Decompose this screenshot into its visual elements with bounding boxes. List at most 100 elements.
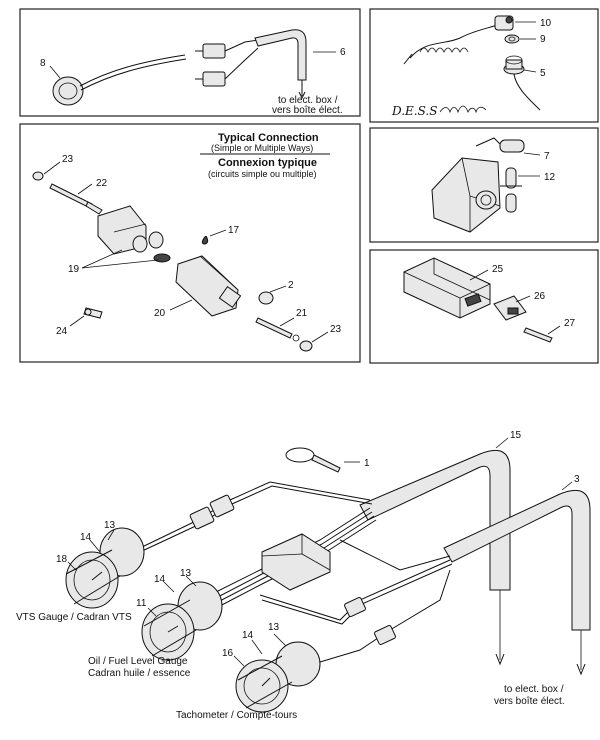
callout-1: 1 — [364, 458, 370, 469]
leader-23-top — [43, 161, 61, 175]
callout-11: 11 — [136, 598, 147, 609]
leader-13-c — [273, 633, 287, 647]
connector-19 — [97, 205, 164, 255]
callout-14-a: 14 — [80, 532, 92, 543]
typical-connection-title: Typical Connection — [218, 132, 319, 144]
callout-13-c: 13 — [268, 622, 280, 633]
ring-9 — [504, 34, 520, 44]
conduit-6 — [254, 29, 307, 100]
callout-26: 26 — [534, 291, 546, 302]
terminal-21 — [255, 317, 300, 342]
dess-post-5 — [503, 55, 541, 111]
inline-connector-upper — [189, 494, 235, 530]
callout-21: 21 — [296, 308, 308, 319]
callout-13-a: 13 — [104, 520, 116, 531]
leader-18 — [67, 561, 77, 571]
callout-6: 6 — [340, 47, 346, 58]
leader-5 — [523, 69, 537, 73]
callout-25: 25 — [492, 264, 504, 275]
typical-connection-subtitle: (Simple or Multiple Ways) — [211, 143, 313, 153]
sensor-8 — [52, 54, 187, 106]
leader-19b — [81, 259, 159, 269]
panel-middle-right-lower — [369, 249, 599, 364]
callout-18: 18 — [56, 554, 68, 565]
leader-14-c — [251, 639, 263, 655]
leader-24 — [69, 315, 85, 327]
callout-12: 12 — [544, 172, 556, 183]
callout-20: 20 — [154, 308, 166, 319]
leader-8 — [49, 65, 61, 79]
callout-7: 7 — [544, 151, 550, 162]
panel-middle-right-upper — [369, 127, 599, 243]
callout-14-b: 14 — [154, 574, 166, 585]
tachometer-label: Tachometer / Compte-tours — [176, 710, 297, 721]
leader-16 — [233, 655, 245, 667]
main-elect-box-line1: to elect. box / — [504, 684, 564, 695]
terminal-27 — [523, 327, 553, 343]
leader-21 — [279, 317, 295, 327]
elect-box-note-line1: to elect. box / — [278, 95, 338, 106]
terminal-22 — [49, 183, 103, 215]
callout-27: 27 — [564, 318, 576, 329]
leader-20 — [169, 299, 193, 311]
leader-7 — [523, 152, 541, 156]
callout-3: 3 — [574, 474, 580, 485]
dess-lanyard — [403, 15, 514, 65]
connector-pair-top — [195, 39, 259, 87]
leader-14-b — [163, 581, 175, 593]
elect-box-note-line2: vers boîte élect. — [272, 105, 343, 116]
leader-22 — [77, 183, 93, 195]
callout-8: 8 — [40, 58, 46, 69]
vts-gauge-label: VTS Gauge / Cadran VTS — [16, 612, 132, 623]
leader-13-b — [185, 575, 197, 587]
cap-23-top — [32, 171, 44, 181]
callout-9: 9 — [540, 34, 546, 45]
callout-15: 15 — [510, 430, 522, 441]
connector-block-main — [261, 533, 331, 591]
inline-connector-lower — [344, 597, 396, 645]
leader-17 — [209, 229, 227, 237]
main-elect-box-line2: vers boîte élect. — [494, 696, 565, 707]
leader-13-a — [107, 529, 115, 541]
callout-23-top: 23 — [62, 154, 74, 165]
handwritten-note: D.E.S.S — [391, 104, 437, 118]
oil-fuel-label-line2: Cadran huile / essence — [88, 668, 191, 679]
callout-13-b: 13 — [180, 568, 192, 579]
sleeve-2 — [258, 291, 274, 305]
clip-7 — [475, 137, 525, 153]
panel-top-right — [369, 8, 599, 123]
oil-fuel-gauge — [141, 581, 223, 661]
conduit-3 — [443, 490, 591, 676]
callout-24: 24 — [56, 326, 68, 337]
leader-15 — [495, 437, 509, 449]
vts-gauge — [65, 527, 145, 609]
panel-top-left — [19, 8, 361, 117]
callout-17: 17 — [228, 225, 240, 236]
leader-27 — [547, 325, 561, 335]
leader-14-a — [89, 539, 101, 553]
connexion-typique-title: Connexion typique — [218, 157, 317, 169]
callout-23-bottom: 23 — [330, 324, 342, 335]
relay-box-25 — [403, 257, 491, 319]
oil-fuel-label-line1: Oil / Fuel Level Gauge — [88, 656, 188, 667]
leader-23-bottom — [311, 331, 329, 343]
callout-5: 5 — [540, 68, 546, 79]
panel-typical-connection — [19, 123, 361, 363]
leader-26 — [515, 295, 531, 303]
cable-tie-1 — [285, 447, 341, 473]
callout-22: 22 — [96, 178, 108, 189]
leader-25 — [469, 269, 489, 281]
leader-3 — [561, 481, 573, 491]
tachometer-gauge — [235, 641, 321, 713]
housing-20 — [175, 255, 242, 317]
callout-10: 10 — [540, 18, 552, 29]
callout-14-c: 14 — [242, 630, 254, 641]
leader-11 — [147, 607, 157, 617]
callout-16: 16 — [222, 648, 234, 659]
conduit-15 — [359, 450, 511, 666]
leader-2 — [269, 285, 287, 293]
cap-23-bottom — [299, 340, 313, 352]
callout-19: 19 — [68, 264, 80, 275]
connexion-typique-subtitle: (circuits simple ou multiple) — [208, 169, 317, 179]
